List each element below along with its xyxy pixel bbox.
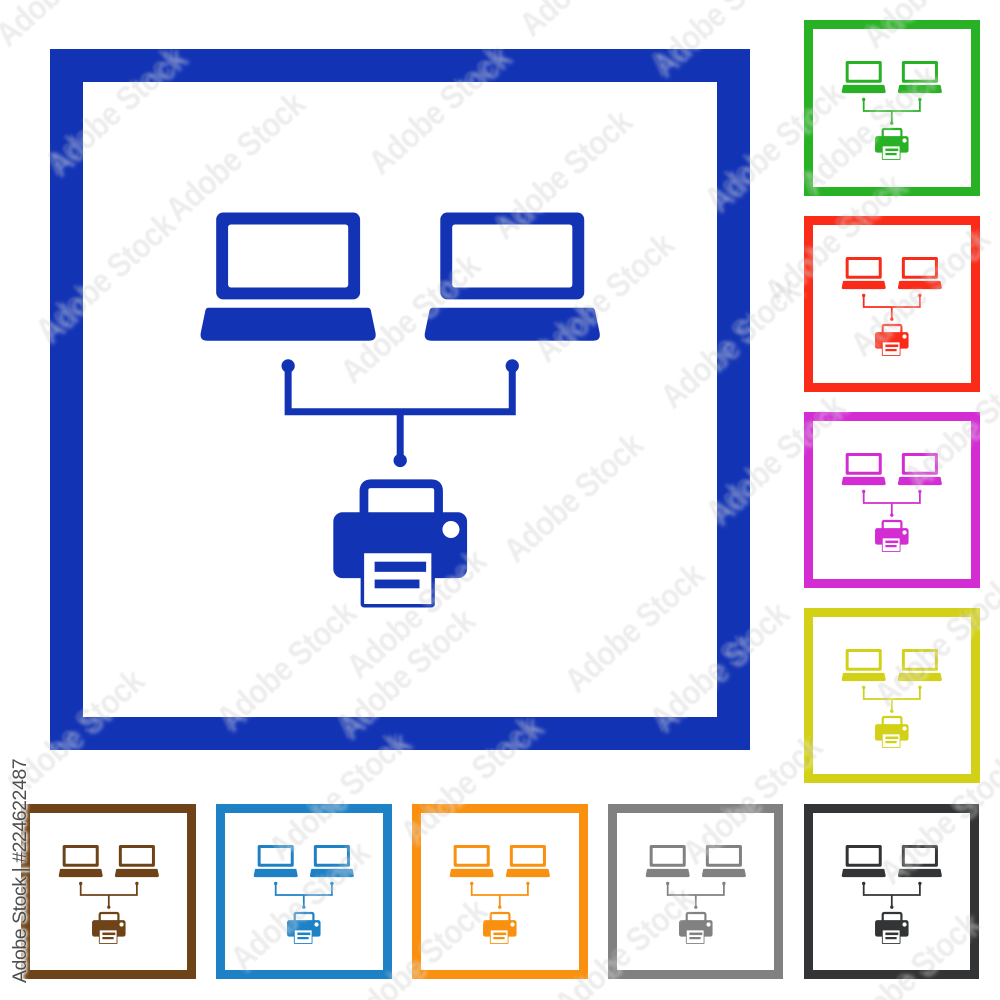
adobe-stock-watermark: Adobe Stock [0, 0, 142, 54]
network-printing-icon-cerulean [216, 803, 392, 980]
icon-frame-magenta [804, 412, 980, 588]
icon-art-magenta [804, 412, 980, 588]
icon-frame-orange [412, 803, 588, 980]
icon-frame-gray [607, 803, 784, 980]
icon-art-gray [608, 804, 784, 980]
network-printing-icon-charcoal [803, 803, 980, 980]
icon-frame-charcoal [803, 803, 980, 980]
network-printing-icon-yellow [804, 607, 980, 784]
network-printing-icon-blue-large [49, 49, 750, 750]
network-printing-icon-brown [20, 803, 197, 980]
icon-art-green [804, 20, 980, 196]
icon-frame-red [804, 216, 980, 392]
adobe-stock-watermark: Adobe Stock [512, 0, 666, 44]
icon-frame-cerulean [216, 803, 392, 980]
stock-id-text: Adobe Stock | #224622487 [9, 758, 31, 983]
icon-art-red [804, 216, 980, 392]
icon-frame-brown [20, 803, 197, 980]
icon-frame-blue-large [49, 49, 750, 750]
icon-art-yellow [804, 608, 980, 784]
network-printing-icon-orange [412, 803, 588, 980]
network-printing-icon-green [804, 20, 980, 196]
network-printing-icon-magenta [804, 412, 980, 588]
icon-frame-green [804, 20, 980, 196]
network-printing-icon-gray [607, 803, 784, 980]
icon-art-orange [412, 804, 588, 980]
icon-art-brown [21, 804, 197, 980]
icon-art-blue-large [50, 49, 750, 749]
network-printing-icon-red [804, 216, 980, 392]
icon-art-cerulean [216, 804, 392, 980]
icon-art-charcoal [804, 804, 980, 980]
icon-frame-yellow [804, 607, 980, 784]
